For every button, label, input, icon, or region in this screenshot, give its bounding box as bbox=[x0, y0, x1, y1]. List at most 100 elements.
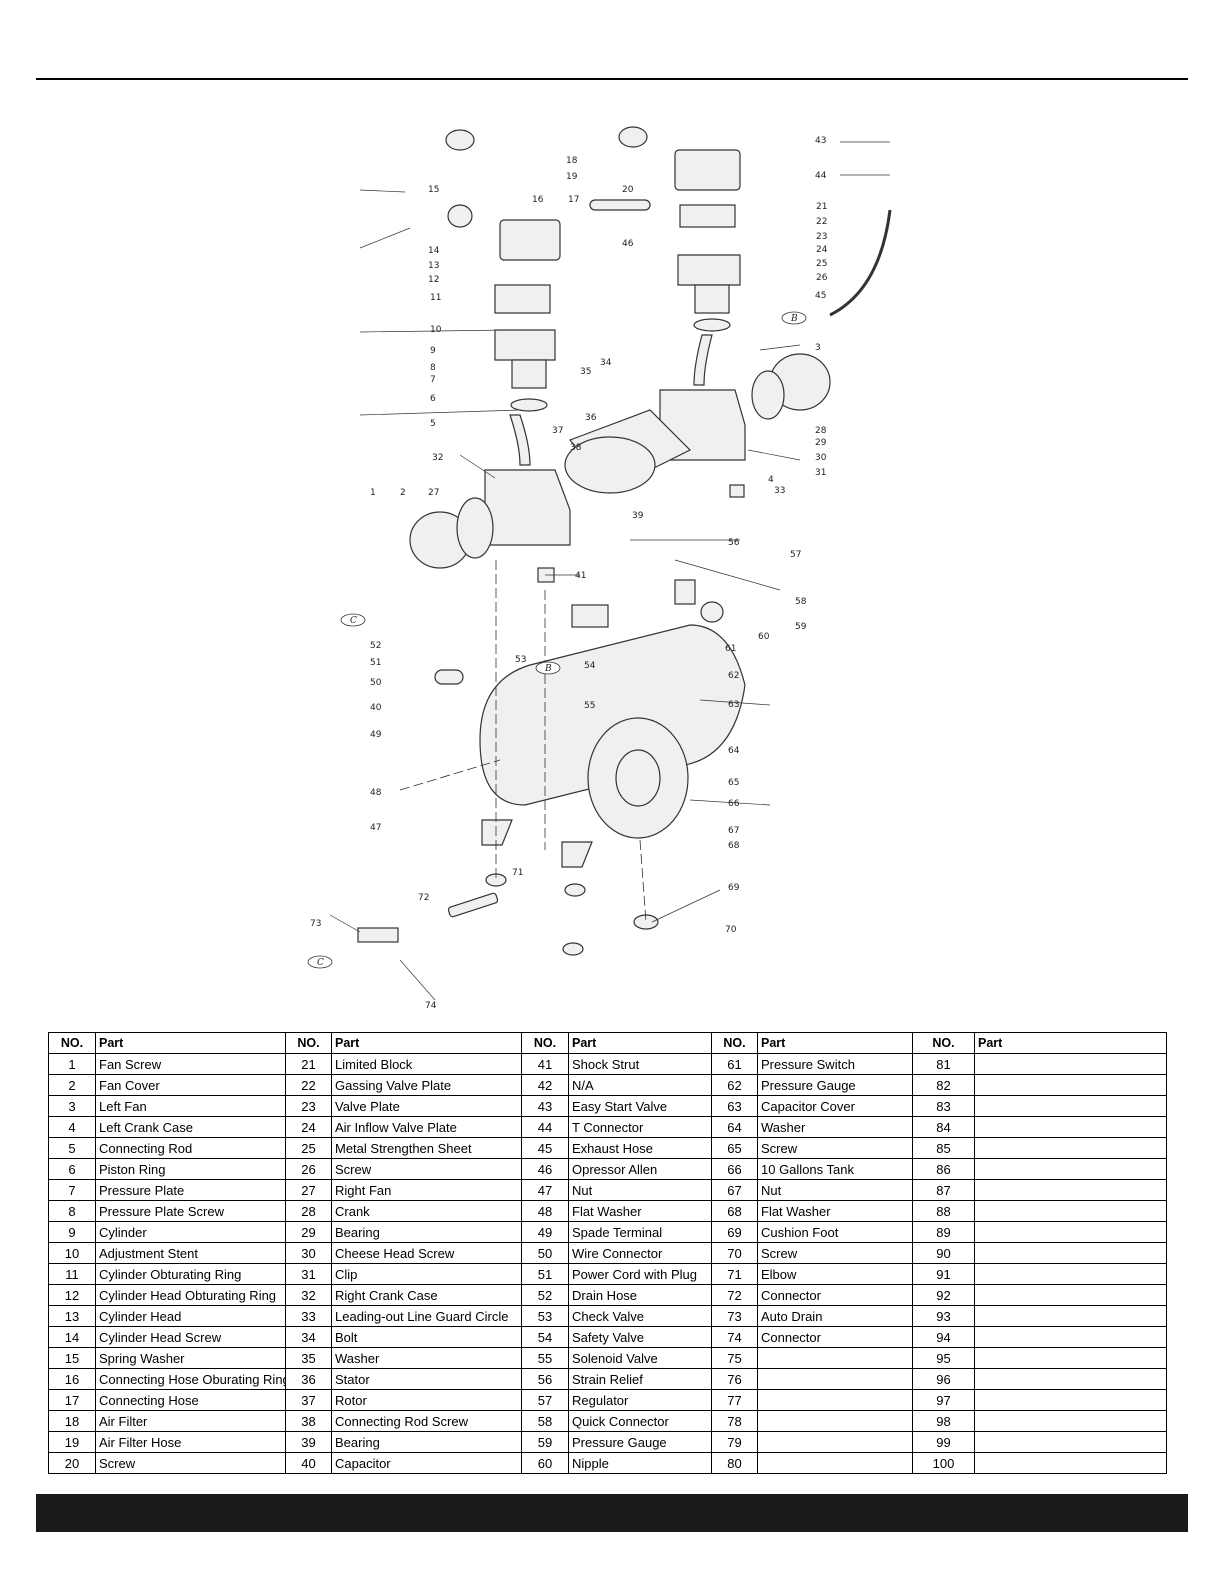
part-number-cell: 74 bbox=[711, 1326, 758, 1348]
part-number-cell: 33 bbox=[285, 1305, 332, 1327]
part-number-cell: 30 bbox=[285, 1242, 332, 1264]
part-name-cell bbox=[974, 1137, 1167, 1159]
callout-51: 51 bbox=[370, 658, 381, 668]
part-number-cell: 8 bbox=[48, 1200, 96, 1222]
part-name-cell: Crank bbox=[331, 1200, 522, 1222]
part-number-cell: 50 bbox=[521, 1242, 569, 1264]
part-name-cell: Screw bbox=[757, 1242, 913, 1264]
right-piston bbox=[693, 318, 731, 332]
part-name-cell bbox=[757, 1368, 913, 1390]
part-number-cell: 70 bbox=[711, 1242, 758, 1264]
callout-9: 9 bbox=[430, 346, 436, 356]
part-number-cell: 49 bbox=[521, 1221, 569, 1243]
part-number-cell: 43 bbox=[521, 1095, 569, 1117]
callout-43: 43 bbox=[815, 136, 826, 146]
part-number-cell: 5 bbox=[48, 1137, 96, 1159]
part-name-cell: N/A bbox=[568, 1074, 712, 1096]
part-number-cell: 58 bbox=[521, 1410, 569, 1432]
part-name-cell: Pressure Plate Screw bbox=[95, 1200, 286, 1222]
leader-lines bbox=[329, 141, 890, 1001]
part-number-cell: 100 bbox=[912, 1452, 975, 1474]
callout-73: 73 bbox=[310, 919, 321, 929]
callout-14: 14 bbox=[428, 246, 440, 256]
part-number-cell: 1 bbox=[48, 1053, 96, 1075]
rotor bbox=[564, 436, 656, 494]
part-number-cell: 13 bbox=[48, 1305, 96, 1327]
part-name-cell: Connecting Hose bbox=[95, 1389, 286, 1411]
air-filter-left bbox=[445, 129, 475, 151]
footer-bar bbox=[36, 1494, 1188, 1532]
callout-56: 56 bbox=[728, 538, 740, 548]
part-number-cell: 24 bbox=[285, 1116, 332, 1138]
part-name-cell: Air Inflow Valve Plate bbox=[331, 1116, 522, 1138]
part-name-cell: Nut bbox=[568, 1179, 712, 1201]
part-name-cell: Cylinder bbox=[95, 1221, 286, 1243]
part-name-cell bbox=[974, 1179, 1167, 1201]
top-rule bbox=[36, 78, 1188, 80]
part-name-cell bbox=[974, 1158, 1167, 1180]
callout-52: 52 bbox=[370, 641, 381, 651]
part-name-cell: Opressor Allen bbox=[568, 1158, 712, 1180]
right-cylinder-head bbox=[674, 149, 741, 191]
callout-49: 49 bbox=[370, 730, 382, 740]
part-number-cell: 89 bbox=[912, 1221, 975, 1243]
part-number-cell: 11 bbox=[48, 1263, 96, 1285]
callout-10: 10 bbox=[430, 325, 442, 335]
callout-24: 24 bbox=[816, 245, 828, 255]
parts-list-table: NO. Part NO. Part NO. Part NO. Part NO. … bbox=[48, 1032, 1167, 1474]
left-cylinder-head bbox=[499, 219, 561, 261]
callout-labels: 1 2 3 4 5 6 7 8 9 10 11 12 13 14 15 16 1… bbox=[310, 136, 828, 1011]
part-name-cell: Left Crank Case bbox=[95, 1116, 286, 1138]
part-number-cell: 41 bbox=[521, 1053, 569, 1075]
part-name-cell: Gassing Valve Plate bbox=[331, 1074, 522, 1096]
part-name-cell: T Connector bbox=[568, 1116, 712, 1138]
part-name-cell: 10 Gallons Tank bbox=[757, 1158, 913, 1180]
callout-62: 62 bbox=[728, 671, 739, 681]
part-number-cell: 31 bbox=[285, 1263, 332, 1285]
callout-35: 35 bbox=[580, 367, 591, 377]
part-name-cell: Fan Cover bbox=[95, 1074, 286, 1096]
header-no: NO. bbox=[285, 1032, 332, 1054]
part-number-cell: 84 bbox=[912, 1116, 975, 1138]
part-number-cell: 9 bbox=[48, 1221, 96, 1243]
connector-72 bbox=[447, 892, 499, 918]
part-number-cell: 85 bbox=[912, 1137, 975, 1159]
part-number-cell: 80 bbox=[711, 1452, 758, 1474]
part-name-cell: Cylinder Obturating Ring bbox=[95, 1263, 286, 1285]
part-name-cell: Fan Screw bbox=[95, 1053, 286, 1075]
right-crank-case bbox=[484, 469, 571, 546]
part-name-cell bbox=[974, 1452, 1167, 1474]
part-name-cell bbox=[974, 1221, 1167, 1243]
part-name-cell: Power Cord with Plug bbox=[568, 1263, 712, 1285]
part-name-cell bbox=[974, 1263, 1167, 1285]
callout-34: 34 bbox=[600, 358, 612, 368]
part-number-cell: 99 bbox=[912, 1431, 975, 1453]
callout-45: 45 bbox=[815, 291, 826, 301]
part-number-cell: 79 bbox=[711, 1431, 758, 1453]
part-number-cell: 98 bbox=[912, 1410, 975, 1432]
part-number-cell: 25 bbox=[285, 1137, 332, 1159]
part-name-cell: Cylinder Head Screw bbox=[95, 1326, 286, 1348]
part-number-cell: 60 bbox=[521, 1452, 569, 1474]
callout-22: 22 bbox=[816, 217, 827, 227]
pressure-switch bbox=[571, 604, 609, 628]
part-name-cell bbox=[974, 1200, 1167, 1222]
header-part: Part bbox=[974, 1032, 1167, 1054]
right-adjustment-stent bbox=[677, 254, 741, 286]
callout-70: 70 bbox=[725, 925, 737, 935]
callout-67: 67 bbox=[728, 826, 739, 836]
part-name-cell: Washer bbox=[757, 1116, 913, 1138]
callout-1: 1 bbox=[370, 488, 376, 498]
part-name-cell: Capacitor Cover bbox=[757, 1095, 913, 1117]
part-name-cell bbox=[974, 1347, 1167, 1369]
part-number-cell: 10 bbox=[48, 1242, 96, 1264]
